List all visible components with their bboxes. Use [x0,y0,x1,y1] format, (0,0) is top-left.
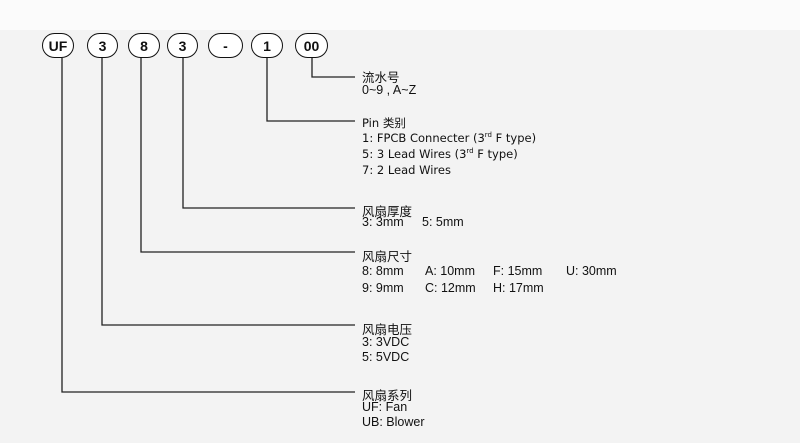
code-segment-thickness: 3 [167,33,198,58]
size-u: U: 30mm [566,264,617,278]
size-h: H: 17mm [493,281,544,295]
size-9: 9: 9mm [362,281,404,295]
thickness-options: 3: 3mm 5: 5mm [362,215,464,229]
series-uf: UF: Fan [362,400,408,414]
thickness-5: 5: 5mm [422,215,464,229]
size-c: C: 12mm [425,281,476,295]
voltage-5: 5: 5VDC [362,350,410,364]
code-segment-serial: 00 [295,33,328,58]
superscript: rd [484,131,492,140]
size-row-1: 8: 8mm A: 10mm F: 15mm U: 30mm [362,264,617,278]
series-ub: UB: Blower [362,415,425,429]
code-segment-dash: - [208,33,243,58]
series-title: 风扇系列 [362,389,413,403]
line-series [61,58,355,393]
size-row-2: 9: 9mm C: 12mm H: 17mm [362,281,544,295]
voltage-title: 风扇电压 [362,323,413,337]
size-a: A: 10mm [425,264,476,278]
line-pin [266,58,355,122]
pin-option-1-text: 1: FPCB Connecter (3 [362,131,485,145]
line-serial [311,58,355,78]
thickness-title: 风扇厚度 [362,205,413,219]
code-segment-series: UF [42,33,74,58]
pin-option-1: 1: FPCB Connecter (3rd F type) [362,131,536,145]
pin-title: Pin 类别 [362,116,406,130]
size-f: F: 15mm [493,264,543,278]
size-title: 风扇尺寸 [362,250,413,264]
code-segment-voltage: 3 [87,33,118,58]
pin-option-5-tail: F type) [473,147,518,161]
line-voltage [101,58,355,326]
line-thickness [182,58,355,209]
pin-option-1-tail: F type) [492,131,537,145]
code-segment-size: 8 [128,33,160,58]
superscript: rd [466,147,474,156]
pin-option-5: 5: 3 Lead Wires (3rd F type) [362,147,518,161]
serial-range: 0~9 , A~Z [362,83,417,97]
size-8: 8: 8mm [362,264,404,278]
pin-option-5-text: 5: 3 Lead Wires (3 [362,147,467,161]
background [0,0,800,30]
thickness-3: 3: 3mm [362,215,404,229]
serial-title: 流水号 [362,71,400,85]
voltage-3: 3: 3VDC [362,335,410,349]
code-segment-pin: 1 [251,33,283,58]
pin-option-7: 7: 2 Lead Wires [362,163,451,177]
line-size [140,58,355,253]
